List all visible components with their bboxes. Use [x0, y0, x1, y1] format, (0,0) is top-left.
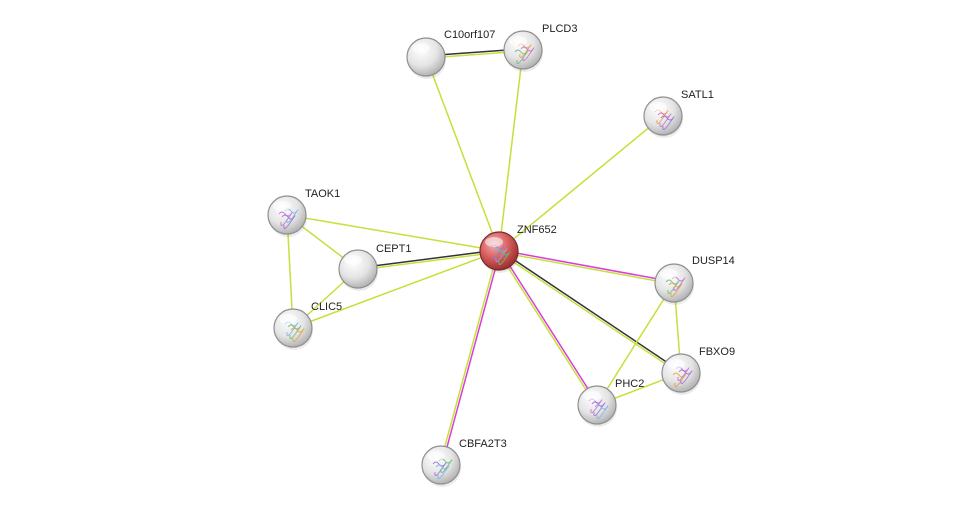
- node-highlight: [583, 391, 601, 401]
- node-highlight: [279, 314, 297, 324]
- edge-line-textmining: [498, 49, 524, 252]
- node-label: FBXO9: [699, 346, 735, 358]
- node-label: DUSP14: [692, 255, 735, 267]
- node-circle: [654, 263, 694, 303]
- edge-line-textmining: [358, 251, 500, 271]
- node-circle: [406, 37, 446, 77]
- edge-line-textmining: [497, 251, 681, 375]
- node-highlight: [649, 102, 667, 112]
- edge-line-textmining: [439, 250, 499, 465]
- node-circle: [661, 353, 701, 393]
- node-label: C10orf107: [444, 29, 495, 41]
- node-znf652[interactable]: ZNF652: [479, 224, 557, 273]
- edge-dusp14-phc2[interactable]: [596, 282, 675, 406]
- node-highlight: [412, 43, 430, 53]
- node-cbfa2t3[interactable]: CBFA2T3: [421, 438, 507, 487]
- node-label: CEPT1: [376, 243, 411, 255]
- edge-line-textmining: [596, 282, 675, 406]
- edge-line-textmining: [425, 56, 500, 252]
- node-highlight: [509, 36, 527, 46]
- edge-cept1-znf652[interactable]: [357, 249, 500, 271]
- node-highlight: [273, 201, 291, 211]
- node-c10orf107[interactable]: C10orf107: [406, 29, 495, 79]
- node-cept1[interactable]: CEPT1: [338, 243, 411, 291]
- edge-line-textmining: [497, 251, 597, 406]
- node-highlight: [427, 451, 445, 461]
- node-phc2[interactable]: PHC2: [577, 378, 644, 427]
- edge-line-textmining: [498, 115, 664, 252]
- node-highlight: [485, 237, 503, 247]
- edge-line-experiments: [441, 251, 501, 466]
- node-circle: [503, 30, 543, 70]
- node-label: CBFA2T3: [459, 438, 507, 450]
- edge-line-textmining: [286, 214, 500, 252]
- node-label: SATL1: [681, 89, 714, 101]
- node-label: PHC2: [615, 378, 644, 390]
- node-satl1[interactable]: SATL1: [643, 89, 714, 138]
- edge-znf652-dusp14[interactable]: [498, 249, 675, 285]
- edge-znf652-fbxo9[interactable]: [497, 249, 683, 375]
- node-label: PLCD3: [542, 23, 577, 35]
- edge-line-experiments: [499, 249, 675, 283]
- node-label: ZNF652: [517, 224, 557, 236]
- protein-structure-icon: [278, 208, 299, 229]
- node-taok1[interactable]: TAOK1: [267, 188, 340, 237]
- node-highlight: [667, 359, 685, 369]
- node-highlight: [344, 255, 362, 265]
- edge-line-experiments: [499, 250, 599, 405]
- node-label: CLIC5: [311, 301, 342, 313]
- edge-line-coexpression: [499, 249, 683, 373]
- edge-clic5-znf652[interactable]: [292, 250, 500, 329]
- edge-line-textmining: [498, 251, 674, 285]
- nodes-layer: ZNF652 C10orf107 PLCD3SATL1TAOK1CEPT1CLIC5…: [267, 23, 735, 487]
- node-fbxo9[interactable]: FBXO9: [661, 346, 735, 395]
- edge-c10orf107-znf652[interactable]: [425, 56, 500, 252]
- node-highlight: [660, 269, 678, 279]
- node-circle: [421, 445, 461, 485]
- node-clic5[interactable]: CLIC5: [273, 301, 342, 350]
- edge-znf652-cbfa2t3[interactable]: [439, 250, 501, 466]
- edge-znf652-phc2[interactable]: [497, 250, 599, 406]
- node-dusp14[interactable]: DUSP14: [654, 255, 735, 305]
- node-label: TAOK1: [305, 188, 340, 200]
- node-circle: [267, 195, 307, 235]
- edge-satl1-znf652[interactable]: [498, 115, 664, 252]
- edge-plcd3-znf652[interactable]: [498, 49, 524, 252]
- node-plcd3[interactable]: PLCD3: [503, 23, 577, 72]
- edge-taok1-znf652[interactable]: [286, 214, 500, 252]
- node-circle: [338, 249, 378, 289]
- protein-structure-icon: [665, 276, 686, 297]
- edge-line-textmining: [292, 250, 500, 329]
- edge-line-coexpression: [357, 249, 499, 269]
- protein-structure-icon: [432, 458, 453, 479]
